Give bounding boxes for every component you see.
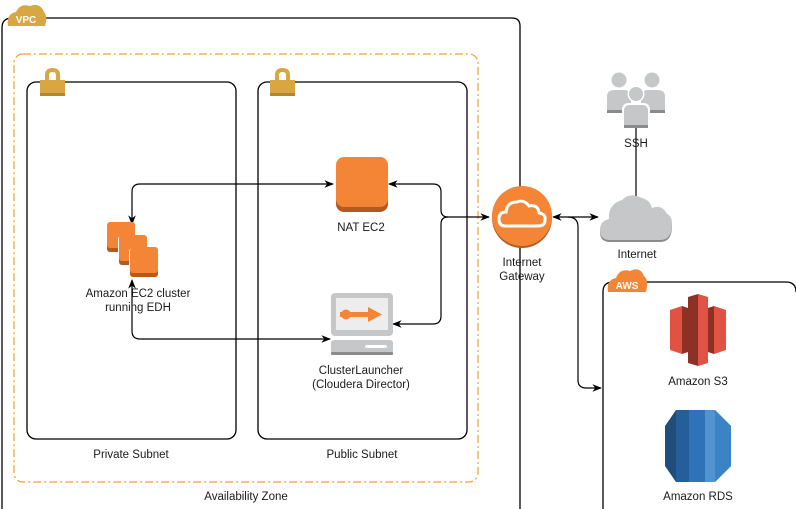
private-subnet-label: Private Subnet	[93, 449, 169, 461]
internet-gateway-sublabel: Gateway	[499, 271, 545, 283]
internet-gateway-icon	[492, 186, 552, 248]
ssh-node: SSH	[607, 72, 665, 150]
availability-zone: Availability Zone	[13, 53, 479, 503]
internet-node: Internet	[600, 195, 672, 261]
aws-badge: AWS	[607, 269, 648, 292]
availability-zone-label: Availability Zone	[204, 491, 288, 503]
vpc-badge-label: VPC	[16, 15, 37, 26]
rds-label: Amazon RDS	[663, 491, 733, 503]
private-subnet: Private Subnet	[26, 68, 237, 461]
aws-badge-label: AWS	[616, 281, 639, 292]
ssh-label: SSH	[624, 138, 648, 150]
lock-icon	[40, 68, 65, 96]
client-computer-icon	[331, 293, 393, 355]
ec2-instance-icon	[336, 157, 388, 212]
s3-label: Amazon S3	[668, 376, 727, 388]
public-subnet: Public Subnet	[257, 68, 468, 461]
edge-nat-igw	[388, 180, 449, 218]
s3-icon	[670, 294, 726, 366]
nat-ec2-label: NAT EC2	[337, 222, 385, 234]
cluster-launcher-sublabel: (Cloudera Director)	[312, 379, 410, 391]
edge-cluster-nat	[128, 180, 334, 225]
aws-cloud-container: AWS	[602, 269, 796, 509]
nat-ec2-node: NAT EC2	[336, 157, 388, 234]
users-icon	[607, 72, 665, 128]
private-subnet-border	[26, 81, 237, 440]
public-subnet-border	[257, 81, 468, 440]
ec2-cluster-sublabel: running EDH	[105, 302, 171, 314]
vpc-border	[1, 17, 521, 509]
availability-zone-border	[13, 53, 479, 483]
ec2-cluster-node: Amazon EC2 cluster running EDH	[86, 222, 191, 314]
vpc-container: VPC	[1, 4, 521, 509]
connections	[128, 128, 637, 392]
edge-launcher-igw	[392, 216, 449, 328]
internet-gateway-label: Internet	[503, 257, 543, 269]
cluster-launcher-node: ClusterLauncher (Cloudera Director)	[312, 293, 410, 391]
cloud-icon	[600, 195, 672, 242]
public-subnet-label: Public Subnet	[327, 449, 399, 461]
edge-igw-aws	[567, 216, 602, 392]
ec2-cluster-label: Amazon EC2 cluster	[86, 288, 191, 300]
rds-icon	[665, 410, 731, 482]
lock-icon	[270, 68, 295, 96]
rds-node: Amazon RDS	[663, 410, 733, 503]
edge-cluster-launcher	[128, 279, 331, 343]
s3-node: Amazon S3	[668, 294, 728, 388]
internet-gateway-node: Internet Gateway	[492, 186, 552, 283]
ec2-instances-icon	[107, 222, 159, 278]
vpc-badge: VPC	[7, 4, 47, 26]
cluster-launcher-label: ClusterLauncher	[319, 365, 404, 377]
internet-label: Internet	[618, 249, 658, 261]
